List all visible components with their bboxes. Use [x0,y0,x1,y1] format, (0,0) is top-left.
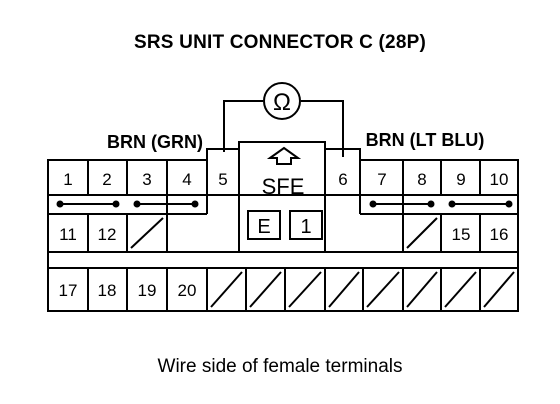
shorting-bar-dot [56,200,64,208]
shorting-bar-dot [112,200,120,208]
lock-arrow-icon [266,146,302,165]
center-box-1-label: 1 [300,216,311,238]
empty-cavity-slash [130,217,164,249]
ohm-symbol: Ω [273,89,291,116]
terminal-label: 5 [218,170,227,189]
ohmmeter-circle [263,82,301,120]
terminal-label: 7 [377,170,386,189]
terminal-label: 11 [59,225,77,244]
empty-cavity-slash [406,217,438,249]
terminal-label: 16 [490,225,509,244]
terminal-label: 3 [142,170,151,189]
shorting-bar-dot [505,200,513,208]
terminal-label: 6 [338,170,347,189]
empty-cavity-slash [249,271,282,308]
terminal-label: 19 [138,281,157,300]
empty-cavity-slash [406,271,438,308]
empty-cavity-slash [210,271,243,308]
center-box-1 [289,210,323,240]
terminal-label: 10 [490,170,509,189]
wire-label-left: BRN (GRN) [107,132,203,152]
diagram-title: SRS UNIT CONNECTOR C (28P) [134,32,426,53]
terminal-label: 20 [178,281,197,300]
terminal-label: 4 [182,170,191,189]
center-box-e-label: E [257,216,270,238]
shorting-bar-dot [427,200,435,208]
shorting-bar-dot [448,200,456,208]
terminal-label: 9 [456,170,465,189]
shorting-bar-dot [191,200,199,208]
shorting-bar-dot [369,200,377,208]
terminal-label: 8 [417,170,426,189]
terminal-label: 2 [102,170,111,189]
wire-label-right: BRN (LT BLU) [366,130,485,150]
terminal-label: 18 [98,281,117,300]
terminal-label: 17 [59,281,78,300]
empty-cavity-slash [288,271,322,308]
shorting-bar-dot [133,200,141,208]
meter-wire-left [223,100,263,152]
terminal-label: 12 [98,225,117,244]
terminal-label: 15 [452,225,471,244]
meter-wire-right [301,100,344,157]
empty-cavity-slash [444,271,477,308]
center-box-e [247,210,281,240]
empty-cavity-slash [366,271,400,308]
diagram-caption: Wire side of female terminals [157,356,403,377]
center-label: SFE [262,174,305,199]
empty-cavity-slash [483,271,515,308]
connector-outline [47,141,519,312]
empty-cavity-slash [328,271,360,308]
terminal-label: 1 [63,170,72,189]
